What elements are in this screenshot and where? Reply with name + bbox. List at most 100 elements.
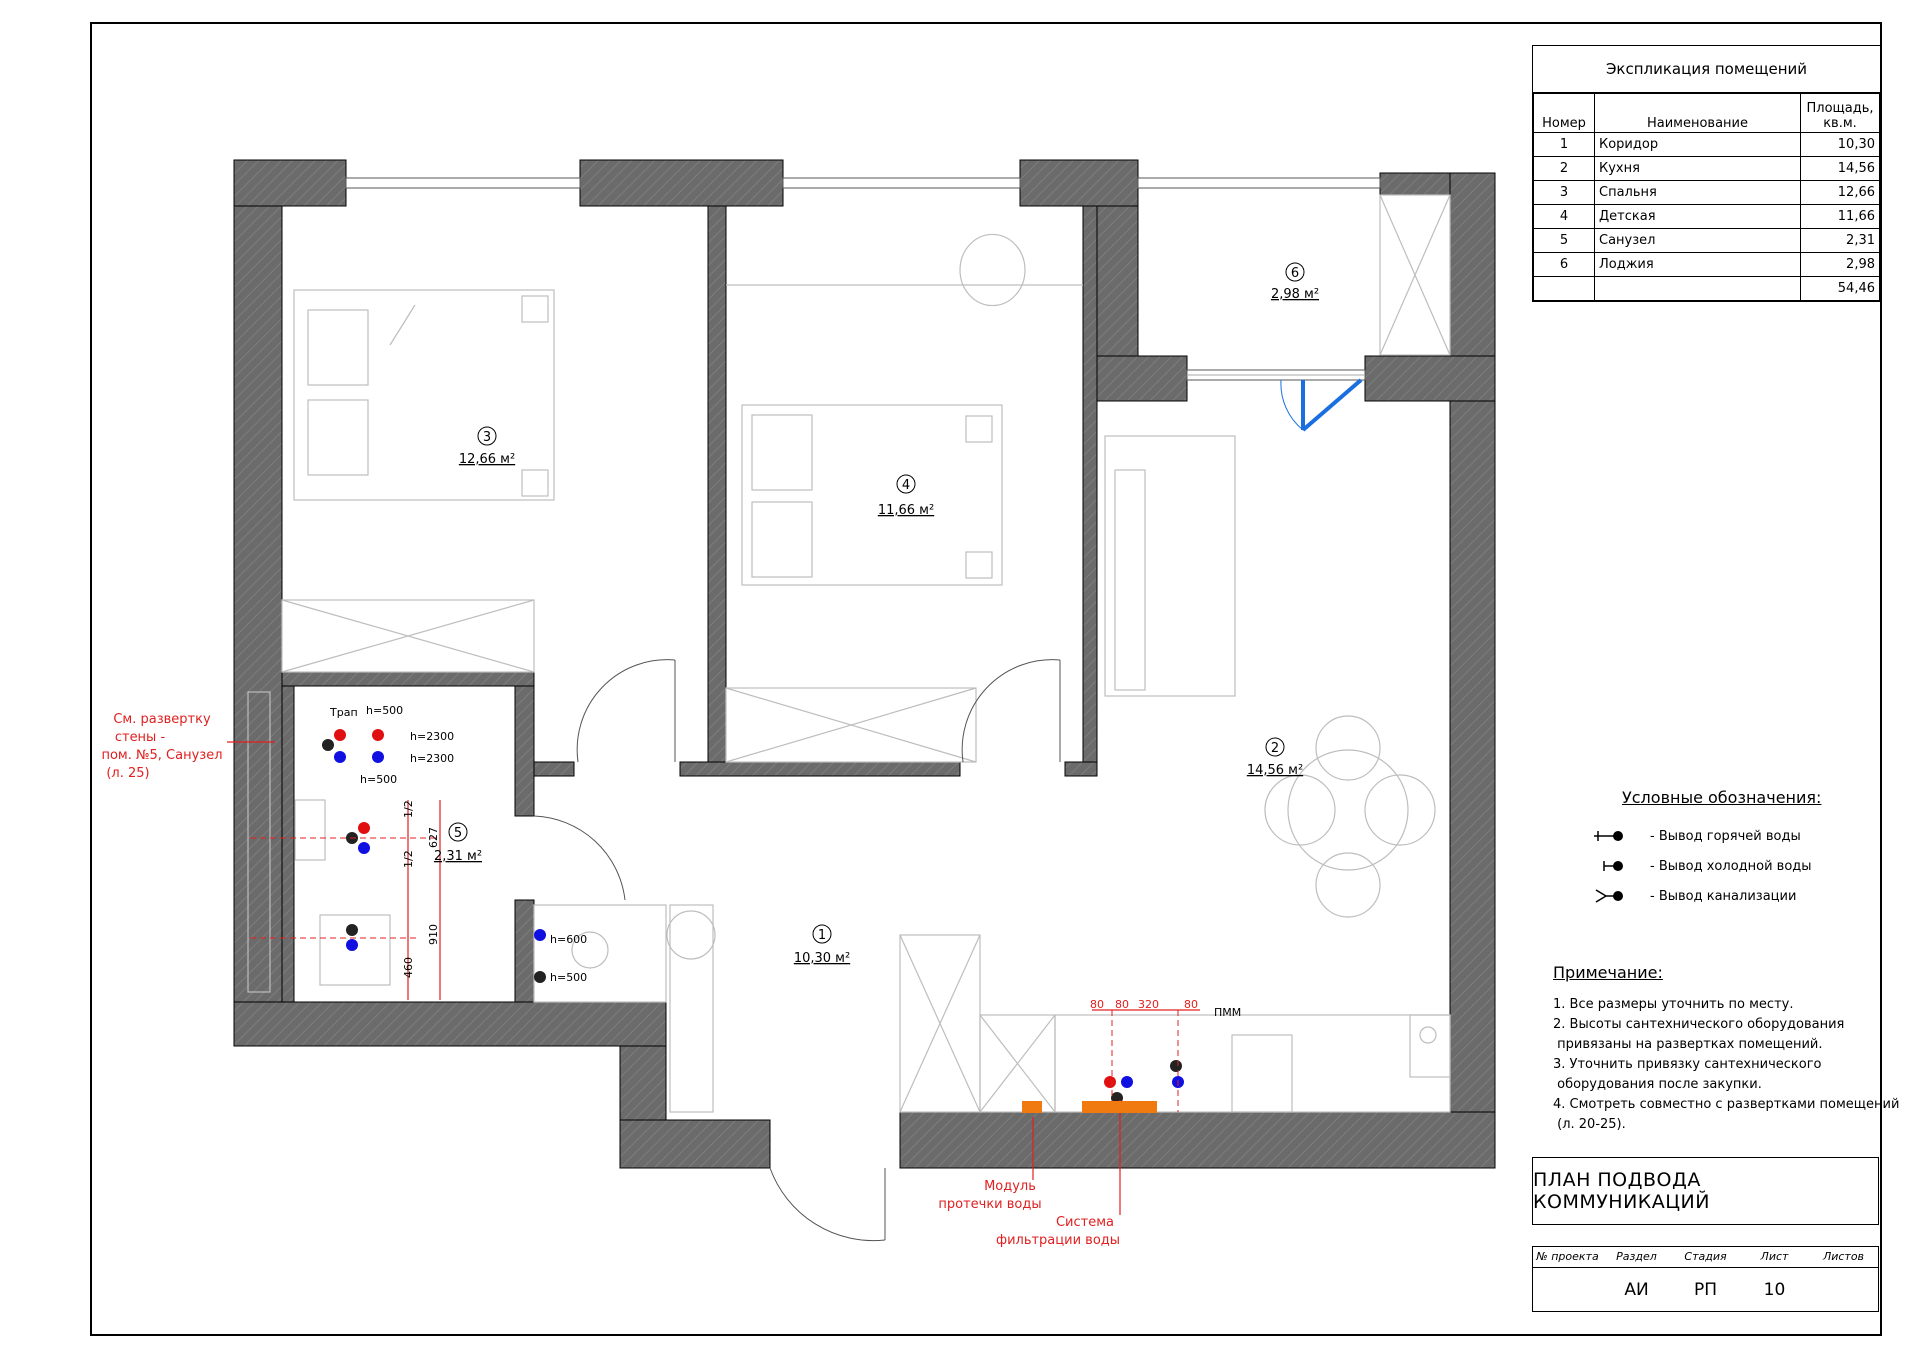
hot-water-outlet bbox=[372, 729, 384, 741]
sewer-outlet bbox=[1170, 1060, 1182, 1072]
row-num: 3 bbox=[1533, 180, 1595, 205]
row-num: 5 bbox=[1533, 228, 1595, 253]
row-name: Коридор bbox=[1594, 132, 1801, 157]
row-area: 12,66 bbox=[1800, 180, 1880, 205]
room-5-number: 5 bbox=[454, 826, 462, 841]
legend-sewer-label: - Вывод канализации bbox=[1650, 888, 1797, 904]
stamp-sheet: 10 bbox=[1763, 1280, 1786, 1300]
legend-title: Условные обозначения: bbox=[1622, 788, 1822, 807]
table-row: 1 Коридор 10,30 bbox=[1533, 132, 1880, 157]
stamp-label-sheet: Лист bbox=[1760, 1250, 1789, 1263]
row-area: 10,30 bbox=[1800, 132, 1880, 157]
room-6-number: 6 bbox=[1291, 266, 1299, 281]
stamp-label-section: Раздел bbox=[1616, 1250, 1657, 1263]
table-total-row: 54,46 bbox=[1533, 276, 1880, 301]
dim-h500-c: h=500 bbox=[550, 971, 587, 984]
row-area: 2,98 bbox=[1800, 252, 1880, 277]
legend-hot: - Вывод горячей воды bbox=[1590, 821, 1821, 851]
table-row: 5 Санузел 2,31 bbox=[1533, 228, 1880, 253]
dim-80-a: 80 bbox=[1090, 998, 1104, 1011]
table-row: 4 Детская 11,66 bbox=[1533, 204, 1880, 229]
leak-module-line-1: Модуль bbox=[984, 1179, 1036, 1194]
legend: Условные обозначения: - Вывод горячей во… bbox=[1590, 788, 1821, 911]
row-name: Санузел bbox=[1594, 228, 1801, 253]
red-callouts: См. развертку стены - пом. №5, Санузел (… bbox=[101, 712, 1120, 1248]
room-3-number: 3 bbox=[483, 430, 491, 445]
row-name: Детская bbox=[1594, 204, 1801, 229]
hot-water-outlet bbox=[358, 822, 370, 834]
legend-cold: - Вывод холодной воды bbox=[1590, 851, 1821, 881]
room-5-area: 2,31 м² bbox=[434, 849, 482, 864]
row-num: 4 bbox=[1533, 204, 1595, 229]
filter-line-2: фильтрации воды bbox=[996, 1233, 1120, 1248]
total-name bbox=[1594, 276, 1801, 301]
cold-water-outlet bbox=[334, 751, 346, 763]
room-3-area: 12,66 м² bbox=[459, 452, 515, 467]
cold-water-outlet bbox=[358, 842, 370, 854]
wall-ref-line-2: стены - bbox=[115, 730, 166, 745]
table-row: 3 Спальня 12,66 bbox=[1533, 180, 1880, 205]
cold-water-outlet bbox=[372, 751, 384, 763]
room-6-area: 2,98 м² bbox=[1271, 287, 1319, 302]
walls bbox=[233, 159, 1496, 1169]
dim-320: 320 bbox=[1138, 998, 1159, 1011]
notes: Примечание: 1. Все размеры уточнить по м… bbox=[1553, 963, 1900, 1135]
explication-title: Экспликация помещений bbox=[1533, 46, 1880, 93]
row-area: 11,66 bbox=[1800, 204, 1880, 229]
room-1-area: 10,30 м² bbox=[794, 951, 850, 966]
note-item: 4. Смотреть совместно с развертками поме… bbox=[1553, 1097, 1900, 1132]
stamp-label-sheets: Листов bbox=[1822, 1250, 1865, 1263]
room-4-number: 4 bbox=[902, 478, 910, 493]
pmm-label: ПММ bbox=[1214, 1006, 1241, 1019]
windows bbox=[345, 177, 1381, 381]
row-area: 2,31 bbox=[1800, 228, 1880, 253]
header-name: Наименование bbox=[1594, 93, 1801, 133]
cold-water-outlet bbox=[346, 939, 358, 951]
row-name: Спальня bbox=[1594, 180, 1801, 205]
filter-line-1: Система bbox=[1056, 1215, 1114, 1230]
cold-water-outlet bbox=[1121, 1076, 1133, 1088]
dim-lines bbox=[227, 741, 1200, 1215]
cold-water-icon bbox=[1603, 861, 1623, 871]
stamp-section: АИ bbox=[1624, 1280, 1649, 1300]
row-num: 6 bbox=[1533, 252, 1595, 277]
room-1-number: 1 bbox=[818, 928, 826, 943]
hot-water-outlet bbox=[1104, 1076, 1116, 1088]
room-2-area: 14,56 м² bbox=[1247, 763, 1303, 778]
dim-h500-b: h=500 bbox=[360, 773, 397, 786]
total-num bbox=[1533, 276, 1595, 301]
sewer-outlet bbox=[322, 739, 334, 751]
note-item: 3. Уточнить привязку сантехнического обо… bbox=[1553, 1057, 1822, 1092]
plumbing-outlets bbox=[322, 729, 1184, 1104]
doors bbox=[533, 659, 1061, 1242]
room-2-number: 2 bbox=[1271, 741, 1279, 756]
row-name: Кухня bbox=[1594, 156, 1801, 181]
room-explication-table: Экспликация помещений Номер Наименование… bbox=[1532, 45, 1881, 302]
leak-module bbox=[1022, 1101, 1042, 1113]
dim-460: 460 bbox=[402, 957, 415, 978]
wall-ref-line-3: пом. №5, Санузел bbox=[101, 748, 222, 763]
axis-lines bbox=[250, 837, 1179, 1112]
legend-cold-label: - Вывод холодной воды bbox=[1650, 858, 1812, 874]
table-row: 2 Кухня 14,56 bbox=[1533, 156, 1880, 181]
dim-80-b: 80 bbox=[1115, 998, 1129, 1011]
total-area: 54,46 bbox=[1800, 276, 1880, 301]
drawing-title: ПЛАН ПОДВОДА КОММУНИКАЦИЙ bbox=[1532, 1157, 1879, 1225]
sheet-frame bbox=[90, 22, 1882, 1336]
leak-module-line-2: протечки воды bbox=[938, 1197, 1041, 1212]
dim-h2300-b: h=2300 bbox=[410, 752, 454, 765]
dim-h600: h=600 bbox=[550, 933, 587, 946]
furniture bbox=[247, 194, 1451, 1113]
sewer-icon bbox=[1595, 889, 1623, 903]
dim-80-c: 80 bbox=[1184, 998, 1198, 1011]
title-block-stamp: № проекта Раздел Стадия Лист Листов АИ Р… bbox=[1532, 1246, 1879, 1312]
row-area: 14,56 bbox=[1800, 156, 1880, 181]
stamp-label-project: № проекта bbox=[1536, 1250, 1599, 1263]
sewer-outlet bbox=[534, 971, 546, 983]
row-num: 2 bbox=[1533, 156, 1595, 181]
sewer-outlet bbox=[346, 924, 358, 936]
dimension-labels: Трап h=500 h=2300 h=2300 h=500 1/2 1/2 6… bbox=[329, 704, 1241, 1019]
note-item: 1. Все размеры уточнить по месту. bbox=[1553, 997, 1794, 1012]
stamp-label-stage: Стадия bbox=[1684, 1250, 1727, 1263]
